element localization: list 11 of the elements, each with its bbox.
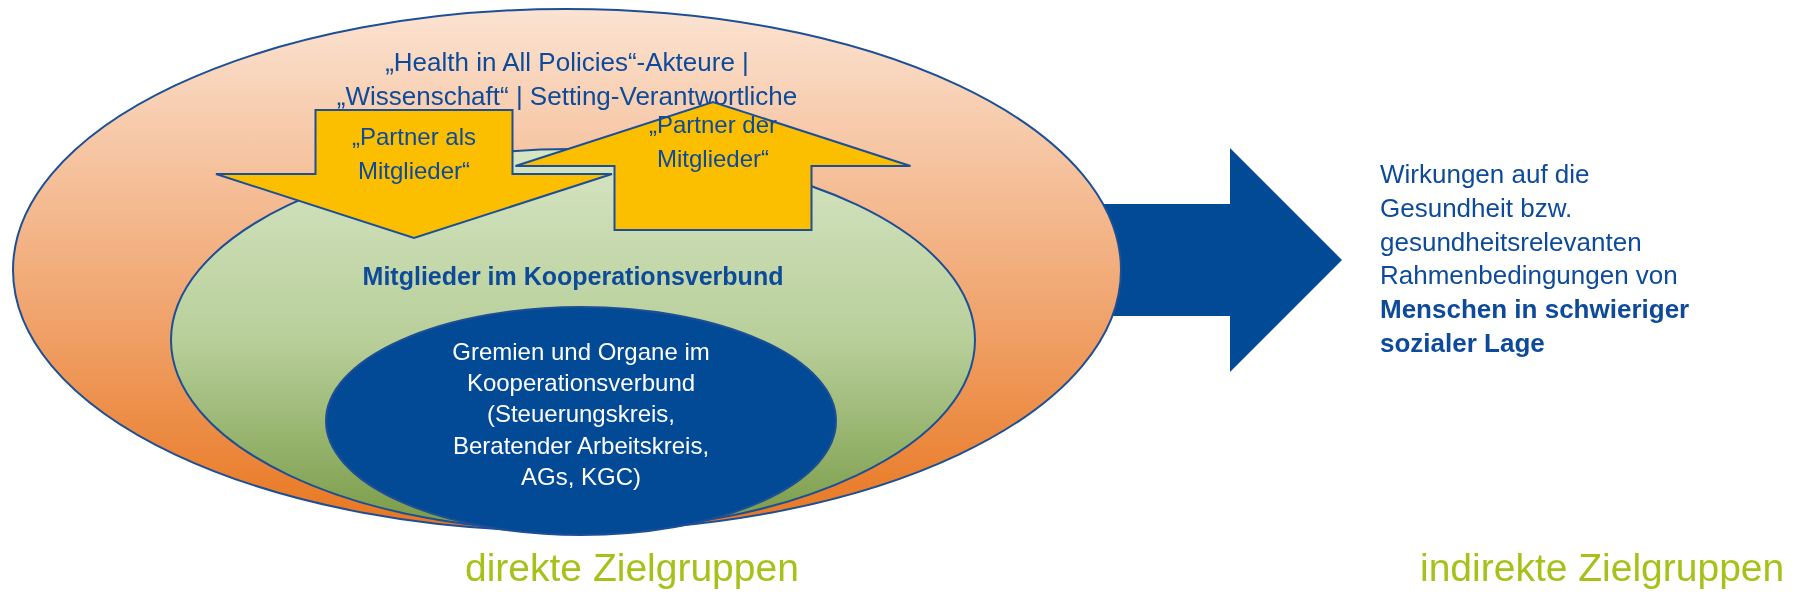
description-text: Wirkungen auf die Gesundheit bzw. gesundheitsrelevanten Rahmenbedingungen von Menschen in schwieriger sozialer Lage — [1380, 158, 1691, 360]
block-arrow — [1102, 148, 1342, 372]
arrow-label: „Partner der Mitglieder“ — [647, 110, 779, 174]
arrow-label: „Partner als Mitglieder“ — [350, 122, 477, 186]
block-arrow — [514, 100, 912, 231]
block-arrow — [215, 109, 613, 240]
node-label: Gremien und Organe im Kooperationsverbund (Steuerungskreis, Beratender Arbeitskreis, AGs, KGC) — [451, 337, 711, 492]
group-caption: indirekte Zielgruppen — [1420, 546, 1785, 590]
group-caption: direkte Zielgruppen — [465, 546, 799, 590]
node-label: „Health in All Policies“-Akteure | „Wissenschaft“ | Setting-Verantwortliche — [335, 46, 799, 113]
node-label: Mitglieder im Kooperationsverbund — [361, 261, 785, 292]
